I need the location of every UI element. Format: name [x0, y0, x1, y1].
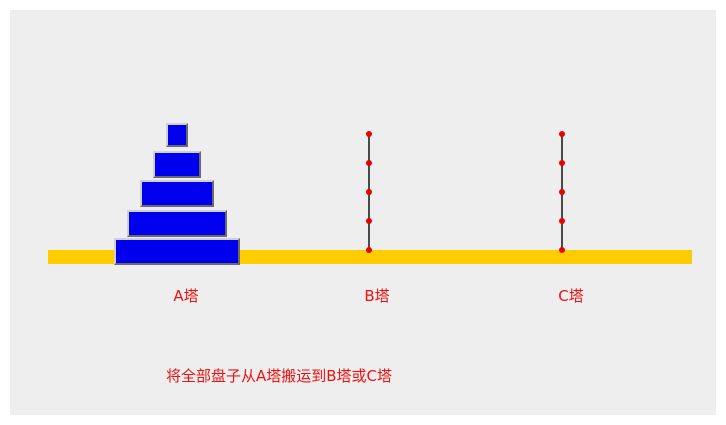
disc-5[interactable]: [114, 238, 240, 265]
peg-marker: [559, 247, 565, 253]
peg-marker: [366, 189, 372, 195]
peg-marker: [366, 218, 372, 224]
disc-4[interactable]: [127, 210, 227, 237]
game-board: A塔 B塔 C塔 将全部盘子从A塔搬运到B塔或C塔: [10, 10, 716, 415]
peg-marker: [559, 218, 565, 224]
peg-marker: [366, 247, 372, 253]
disc-2[interactable]: [153, 151, 201, 178]
tower-b-label: B塔: [364, 287, 390, 305]
instruction-text: 将全部盘子从A塔搬运到B塔或C塔: [166, 367, 393, 385]
peg-marker: [559, 131, 565, 137]
tower-a-label: A塔: [173, 287, 199, 305]
tower-c-label: C塔: [558, 287, 584, 305]
peg-marker: [366, 131, 372, 137]
peg-marker: [366, 160, 372, 166]
peg-marker: [559, 160, 565, 166]
peg-marker: [559, 189, 565, 195]
disc-1[interactable]: [166, 123, 188, 147]
disc-3[interactable]: [140, 180, 214, 207]
